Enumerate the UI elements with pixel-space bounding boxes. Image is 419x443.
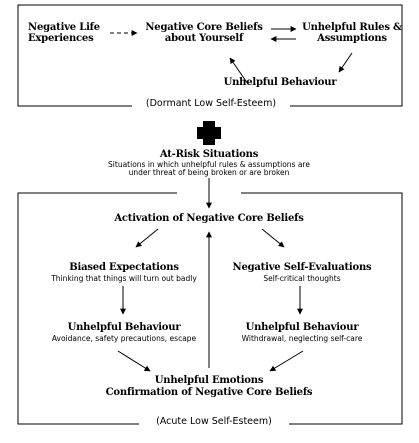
caption-dormant: (Dormant Low Self-Esteem) bbox=[132, 98, 290, 110]
node-biased-expectations-desc: Thinking that things will turn out badly bbox=[51, 274, 197, 283]
node-unhelpful-behaviour-right-desc: Withdrawal, neglecting self-care bbox=[241, 334, 363, 343]
arrow-behaviour-to-core bbox=[229, 57, 249, 85]
node-unhelpful-behaviour-left-title: Unhelpful Behaviour bbox=[67, 322, 181, 333]
node-at-risk-description: Situations in which unhelpful rules & as… bbox=[108, 160, 310, 178]
node-unhelpful-behaviour-top: Unhelpful Behaviour bbox=[223, 77, 337, 88]
acute-box-border bbox=[17, 192, 177, 425]
plus-icon bbox=[197, 121, 221, 145]
node-negative-self-evaluations-desc: Self-critical thoughts bbox=[263, 274, 341, 283]
node-biased-expectations-title: Biased Expectations bbox=[69, 262, 179, 273]
node-negative-core-beliefs: Negative Core Beliefs about Yourself bbox=[145, 22, 263, 44]
arrow-behaviour-right-to-emotions bbox=[269, 350, 304, 372]
dormant-box-border bbox=[17, 4, 403, 107]
node-confirmation-core-beliefs: Confirmation of Negative Core Beliefs bbox=[105, 387, 313, 398]
caption-acute: (Acute Low Self-Esteem) bbox=[139, 416, 289, 428]
arrow-rules-to-behaviour bbox=[338, 52, 353, 73]
node-unhelpful-behaviour-left-desc: Avoidance, safety precautions, escape bbox=[51, 334, 197, 343]
node-at-risk-title: At-Risk Situations bbox=[159, 149, 259, 160]
acute-box-border-right bbox=[241, 192, 403, 425]
node-negative-self-evaluations-title: Negative Self-Evaluations bbox=[232, 262, 372, 273]
node-unhelpful-emotions: Unhelpful Emotions bbox=[154, 375, 264, 386]
node-unhelpful-behaviour-right-title: Unhelpful Behaviour bbox=[245, 322, 359, 333]
node-activation: Activation of Negative Core Beliefs bbox=[114, 213, 304, 224]
arrow-activation-to-biased bbox=[135, 228, 159, 248]
arrow-activation-to-neg-eval bbox=[261, 228, 285, 248]
node-negative-life-experiences: Negative Life Experiences bbox=[28, 22, 100, 44]
node-unhelpful-rules: Unhelpful Rules & Assumptions bbox=[302, 22, 402, 44]
arrow-behaviour-left-to-emotions bbox=[117, 350, 151, 372]
